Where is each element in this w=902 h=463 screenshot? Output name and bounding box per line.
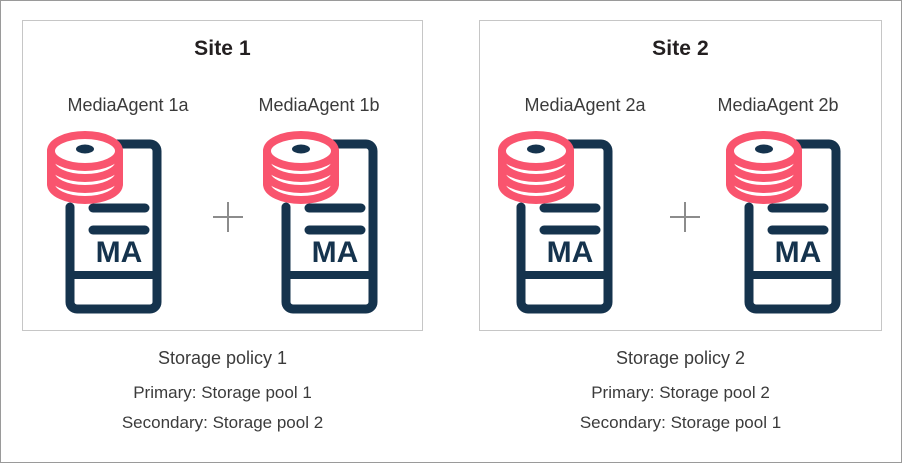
plus-icon: [670, 202, 700, 232]
media-agent-server-icon: MA: [45, 129, 185, 317]
site-box-2: Site 2 MediaAgent 2a MediaAgent 2b MA: [479, 20, 882, 331]
svg-text:MA: MA: [547, 236, 594, 269]
storage-policy-caption-2: Storage policy 2 Primary: Storage pool 2…: [479, 348, 882, 433]
media-agent-label-1a: MediaAgent 1a: [67, 95, 189, 115]
primary-pool-text: Primary: Storage pool 1: [133, 383, 312, 402]
site-box-1: Site 1 MediaAgent 1a MediaAgent 1b MA: [22, 20, 423, 331]
storage-policy-name: Storage policy 2: [615, 348, 746, 368]
media-agent-label-2a: MediaAgent 2a: [524, 95, 646, 115]
storage-policy-name: Storage policy 1: [157, 348, 288, 368]
storage-policy-caption-1: Storage policy 1 Primary: Storage pool 1…: [22, 348, 423, 433]
secondary-pool-text: Secondary: Storage pool 1: [579, 413, 782, 432]
primary-pool-text: Primary: Storage pool 2: [591, 383, 770, 402]
media-agent-server-icon: MA: [724, 129, 864, 317]
svg-text:MA: MA: [312, 236, 359, 269]
site-title: Site 2: [652, 37, 709, 60]
site-title: Site 1: [194, 37, 251, 60]
svg-text:MA: MA: [96, 236, 143, 269]
media-agent-label-2b: MediaAgent 2b: [717, 95, 839, 115]
svg-text:MA: MA: [775, 236, 822, 269]
media-agent-server-icon: MA: [496, 129, 636, 317]
media-agent-label-1b: MediaAgent 1b: [258, 95, 380, 115]
plus-icon: [213, 202, 243, 232]
media-agent-server-icon: MA: [261, 129, 401, 317]
secondary-pool-text: Secondary: Storage pool 2: [121, 413, 324, 432]
